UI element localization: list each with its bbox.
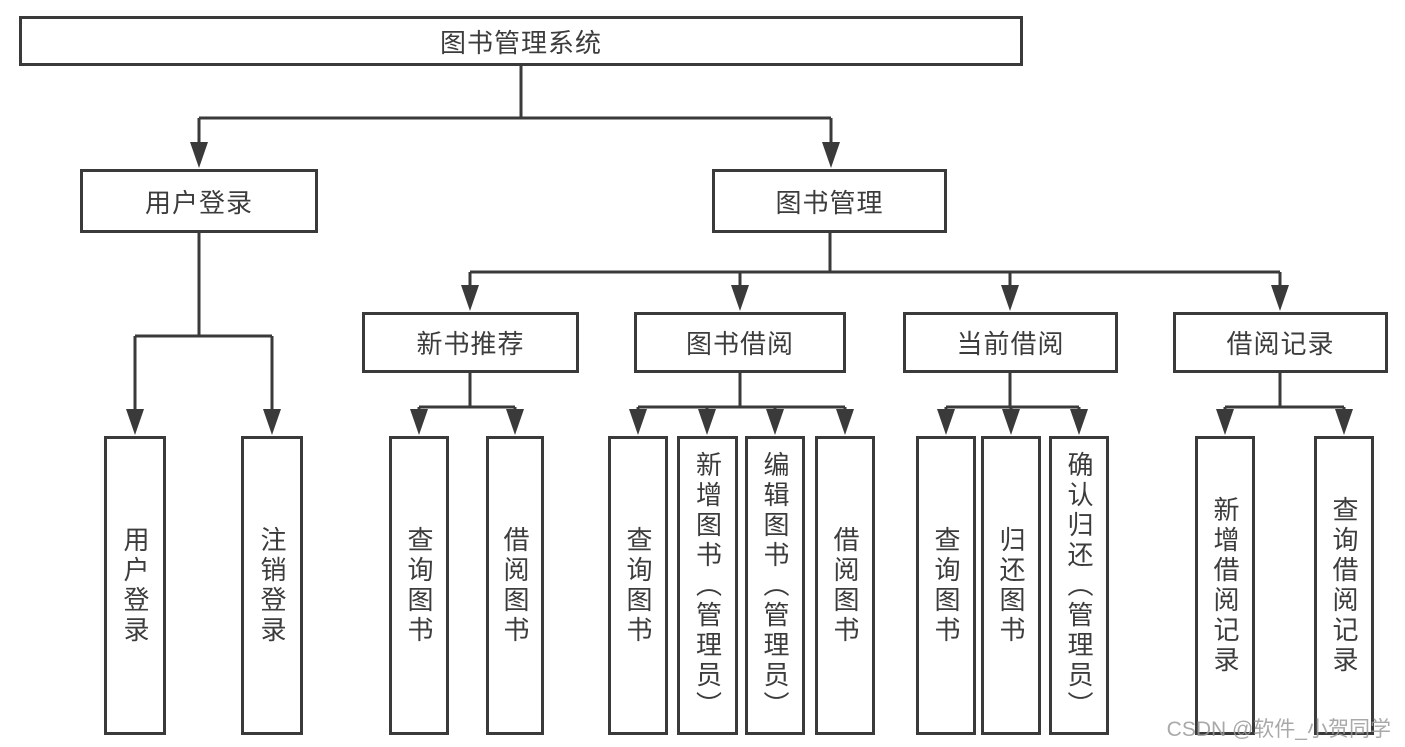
leaf-query-books-recommend-label: 查询图书: [404, 525, 434, 646]
leaf-add-borrow-record: 新增借阅记录: [1195, 436, 1255, 735]
leaf-user-login-label: 用户登录: [120, 525, 150, 646]
connector-bookmgmt-to-level3: [461, 233, 1289, 311]
leaf-borrow-books: 借阅图书: [815, 436, 875, 735]
leaf-add-book-admin: 新增图书（管理员）: [677, 436, 738, 735]
leaf-user-login: 用户登录: [104, 436, 166, 735]
leaf-query-borrow-record-label: 查询借阅记录: [1329, 495, 1359, 676]
leaf-query-books-current: 查询图书: [916, 436, 976, 735]
connector-bookborrow-to-leaves: [629, 373, 854, 435]
leaf-query-books-borrow: 查询图书: [608, 436, 668, 735]
leaf-logout-label: 注销登录: [257, 525, 287, 646]
node-root-label: 图书管理系统: [439, 27, 602, 58]
connector-currentborrow-to-leaves: [937, 373, 1088, 435]
leaf-query-books-borrow-label: 查询图书: [623, 525, 653, 646]
node-borrow-records: 借阅记录: [1173, 312, 1388, 373]
node-current-borrow-label: 当前借阅: [956, 329, 1065, 359]
connector-borrowrecords-to-leaves: [1216, 373, 1353, 435]
leaf-borrow-books-label: 借阅图书: [830, 525, 860, 646]
node-new-book-recommend: 新书推荐: [362, 312, 579, 373]
leaf-borrow-books-recommend-label: 借阅图书: [500, 525, 530, 646]
node-book-borrow: 图书借阅: [634, 312, 846, 373]
node-user-login-label: 用户登录: [144, 187, 253, 218]
node-borrow-records-label: 借阅记录: [1226, 329, 1335, 359]
leaf-add-borrow-record-label: 新增借阅记录: [1210, 495, 1240, 676]
leaf-query-borrow-record: 查询借阅记录: [1314, 436, 1374, 735]
leaf-query-books-current-label: 查询图书: [931, 525, 961, 646]
leaf-query-books-recommend: 查询图书: [389, 436, 449, 735]
node-user-login: 用户登录: [80, 169, 318, 233]
csdn-watermark: CSDN @软件_小贺同学: [1166, 718, 1391, 741]
leaf-confirm-return-admin-label: 确认归还（管理员）: [1064, 450, 1094, 721]
leaf-edit-book-admin-label: 编辑图书（管理员）: [760, 450, 790, 721]
connector-root-to-level2: [190, 66, 840, 168]
node-current-borrow: 当前借阅: [903, 312, 1118, 373]
node-root-system: 图书管理系统: [19, 16, 1023, 66]
node-new-book-recommend-label: 新书推荐: [416, 329, 525, 359]
leaf-confirm-return-admin: 确认归还（管理员）: [1049, 436, 1109, 735]
connector-newbook-to-leaves: [410, 373, 524, 435]
leaf-logout: 注销登录: [241, 436, 303, 735]
leaf-edit-book-admin: 编辑图书（管理员）: [745, 436, 805, 735]
leaf-return-books-label: 归还图书: [996, 525, 1026, 646]
leaf-return-books: 归还图书: [981, 436, 1041, 735]
node-book-management: 图书管理: [712, 169, 947, 233]
leaf-borrow-books-recommend: 借阅图书: [486, 436, 544, 735]
leaf-add-book-admin-label: 新增图书（管理员）: [692, 450, 723, 721]
node-book-management-label: 图书管理: [775, 187, 884, 218]
node-book-borrow-label: 图书借阅: [685, 329, 794, 359]
connector-userlogin-to-leaves: [126, 233, 281, 435]
